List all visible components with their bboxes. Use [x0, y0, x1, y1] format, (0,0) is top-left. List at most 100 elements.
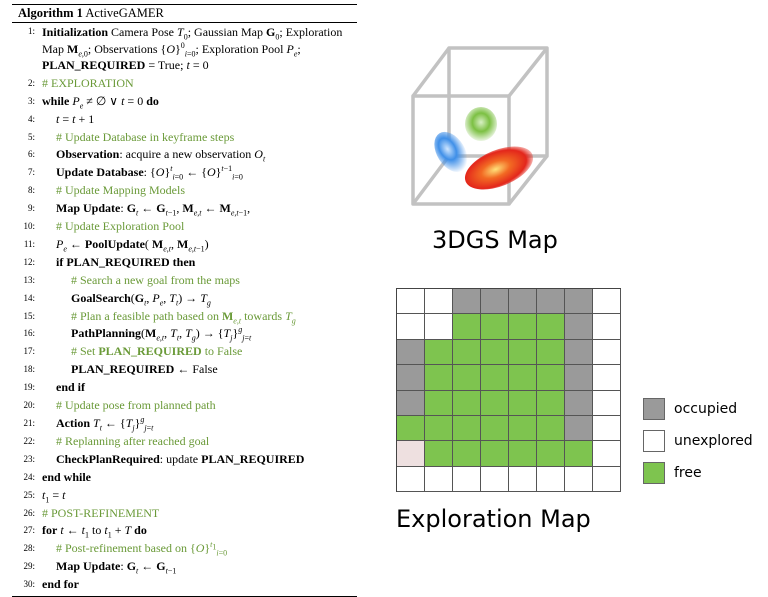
algorithm-line: 26:# POST-REFINEMENT	[12, 505, 357, 523]
free-cell	[537, 390, 565, 416]
occupied-cell	[565, 415, 593, 442]
line-number: 1:	[27, 26, 35, 36]
algorithm-block: Algorithm 1 ActiveGAMER 1:Initialization…	[12, 4, 357, 597]
free-cell	[537, 415, 565, 442]
line-number: 19:	[23, 382, 35, 393]
free-cell	[537, 339, 565, 366]
algorithm-comment: # Update Mapping Models	[56, 183, 185, 198]
free-cell	[425, 365, 453, 391]
algorithm-statement: Map Update: Gt ← Gt−1	[56, 559, 177, 576]
free-cell	[509, 415, 537, 442]
unexplored-cell	[593, 390, 621, 416]
unexplored-cell	[509, 466, 537, 493]
algorithm-statement: Action Tt ← {Tj}gj=t	[56, 415, 154, 433]
algorithm-line: 1:Initialization Camera Pose T0; Gaussia…	[12, 23, 357, 75]
free-cell	[537, 314, 565, 340]
algorithm-line: 4:t = t + 1	[12, 111, 357, 129]
legend-swatch-unexplored	[643, 430, 665, 452]
free-cell	[453, 390, 481, 416]
line-number: 5:	[27, 131, 35, 142]
free-cell	[453, 415, 481, 442]
algorithm-name: ActiveGAMER	[85, 6, 164, 20]
algorithm-statement: while Pe ≠ ∅ ∨ t = 0 do	[42, 93, 159, 111]
algorithm-comment: # Update Database in keyframe steps	[56, 129, 235, 144]
algorithm-statement: for t ← t1 to t1 + T do	[42, 523, 147, 540]
algorithm-title-rule	[12, 22, 357, 23]
free-cell	[481, 441, 509, 467]
gaussian-splats	[434, 107, 534, 190]
unexplored-cell	[481, 466, 509, 493]
free-cell	[425, 339, 453, 366]
algorithm-line: 7:Update Database: {O}ti=0 ← {O}t−1i=0	[12, 164, 357, 182]
algorithm-line: 10: # Update Exploration Pool	[12, 218, 357, 236]
algorithm-statement: t = t + 1	[56, 111, 95, 126]
free-cell	[481, 390, 509, 416]
line-number: 24:	[23, 471, 35, 482]
legend-item-unexplored: unexplored	[643, 430, 768, 452]
algorithm-lines: 1:Initialization Camera Pose T0; Gaussia…	[12, 23, 357, 594]
occupied-cell	[509, 289, 537, 315]
legend-swatch-occupied	[643, 398, 665, 420]
green-gaussian	[465, 107, 497, 141]
algorithm-line: 25: t1 = t	[12, 487, 357, 505]
unexplored-cell	[593, 466, 621, 493]
algorithm-line: 16:PathPlanning(Me,t, Tt, Tg) → {Tj}gj=t	[12, 325, 357, 343]
algorithm-line: 11:Pe ← PoolUpdate( Me,t, Me,t−1)	[12, 236, 357, 254]
algorithm-comment: # Replanning after reached goal	[56, 433, 210, 448]
algorithm-line: 27: for t ← t1 to t1 + T do	[12, 522, 357, 540]
exploration-map-caption: Exploration Map	[396, 505, 591, 533]
algorithm-line: 22:# Replanning after reached goal	[12, 433, 357, 451]
unexplored-cell	[593, 415, 621, 442]
line-number: 26:	[23, 507, 35, 518]
algorithm-statement: Pe ← PoolUpdate( Me,t, Me,t−1)	[56, 236, 209, 254]
algorithm-line: 9:Map Update: Gt ← Gt−1, Me,t ← Me,t−1,	[12, 200, 357, 218]
line-number: 29:	[23, 561, 35, 572]
unexplored-cell	[565, 466, 593, 493]
free-cell	[509, 390, 537, 416]
line-number: 25:	[23, 489, 35, 500]
free-cell	[453, 365, 481, 391]
algorithm-statement: if PLAN_REQUIRED then	[56, 254, 196, 269]
free-cell	[481, 339, 509, 366]
algorithm-comment: # EXPLORATION	[42, 75, 134, 90]
free-cell	[537, 365, 565, 391]
unexplored-cell	[593, 339, 621, 366]
algorithm-line: 18:PLAN_REQUIRED ← False	[12, 361, 357, 379]
unexplored-cell	[593, 441, 621, 467]
line-number: 3:	[27, 95, 35, 106]
algorithm-line: 23:CheckPlanRequired: update PLAN_REQUIR…	[12, 451, 357, 469]
algorithm-line: 14:GoalSearch(Gt, Pe, Tt) → Tg	[12, 290, 357, 308]
free-cell	[481, 415, 509, 442]
algorithm-statement: PLAN_REQUIRED ← False	[71, 362, 218, 377]
occupied-cell	[397, 365, 425, 391]
algorithm-line: 15:# Plan a feasible path based on Me,t …	[12, 308, 357, 326]
legend-label-unexplored: unexplored	[674, 433, 753, 449]
algorithm-comment: # Update Exploration Pool	[56, 219, 185, 234]
algorithm-label: Algorithm 1	[18, 6, 83, 20]
red-gaussian	[464, 146, 534, 190]
free-cell	[397, 415, 425, 442]
exploration-map-grid	[396, 288, 621, 493]
free-cell	[481, 314, 509, 340]
algorithm-top-rule	[12, 4, 357, 5]
free-cell	[425, 390, 453, 416]
algorithm-statement: Update Database: {O}ti=0 ← {O}t−1i=0	[56, 164, 243, 182]
free-cell	[537, 441, 565, 467]
gaussian-map-cube	[411, 46, 549, 206]
free-cell	[453, 314, 481, 340]
free-cell	[509, 441, 537, 467]
algorithm-statement: t1 = t	[42, 487, 66, 505]
line-number: 16:	[23, 328, 35, 339]
legend-swatch-free	[643, 462, 665, 484]
unexplored-cell	[397, 441, 425, 467]
line-number: 30:	[23, 579, 35, 590]
line-number: 15:	[23, 310, 35, 321]
unexplored-cell	[453, 466, 481, 493]
algorithm-statement: end for	[42, 577, 79, 592]
occupied-cell	[565, 339, 593, 366]
line-number: 17:	[23, 346, 35, 357]
occupied-cell	[565, 314, 593, 340]
line-number: 10:	[23, 221, 35, 232]
line-number: 27:	[23, 525, 35, 536]
algorithm-line: 20:# Update pose from planned path	[12, 397, 357, 415]
